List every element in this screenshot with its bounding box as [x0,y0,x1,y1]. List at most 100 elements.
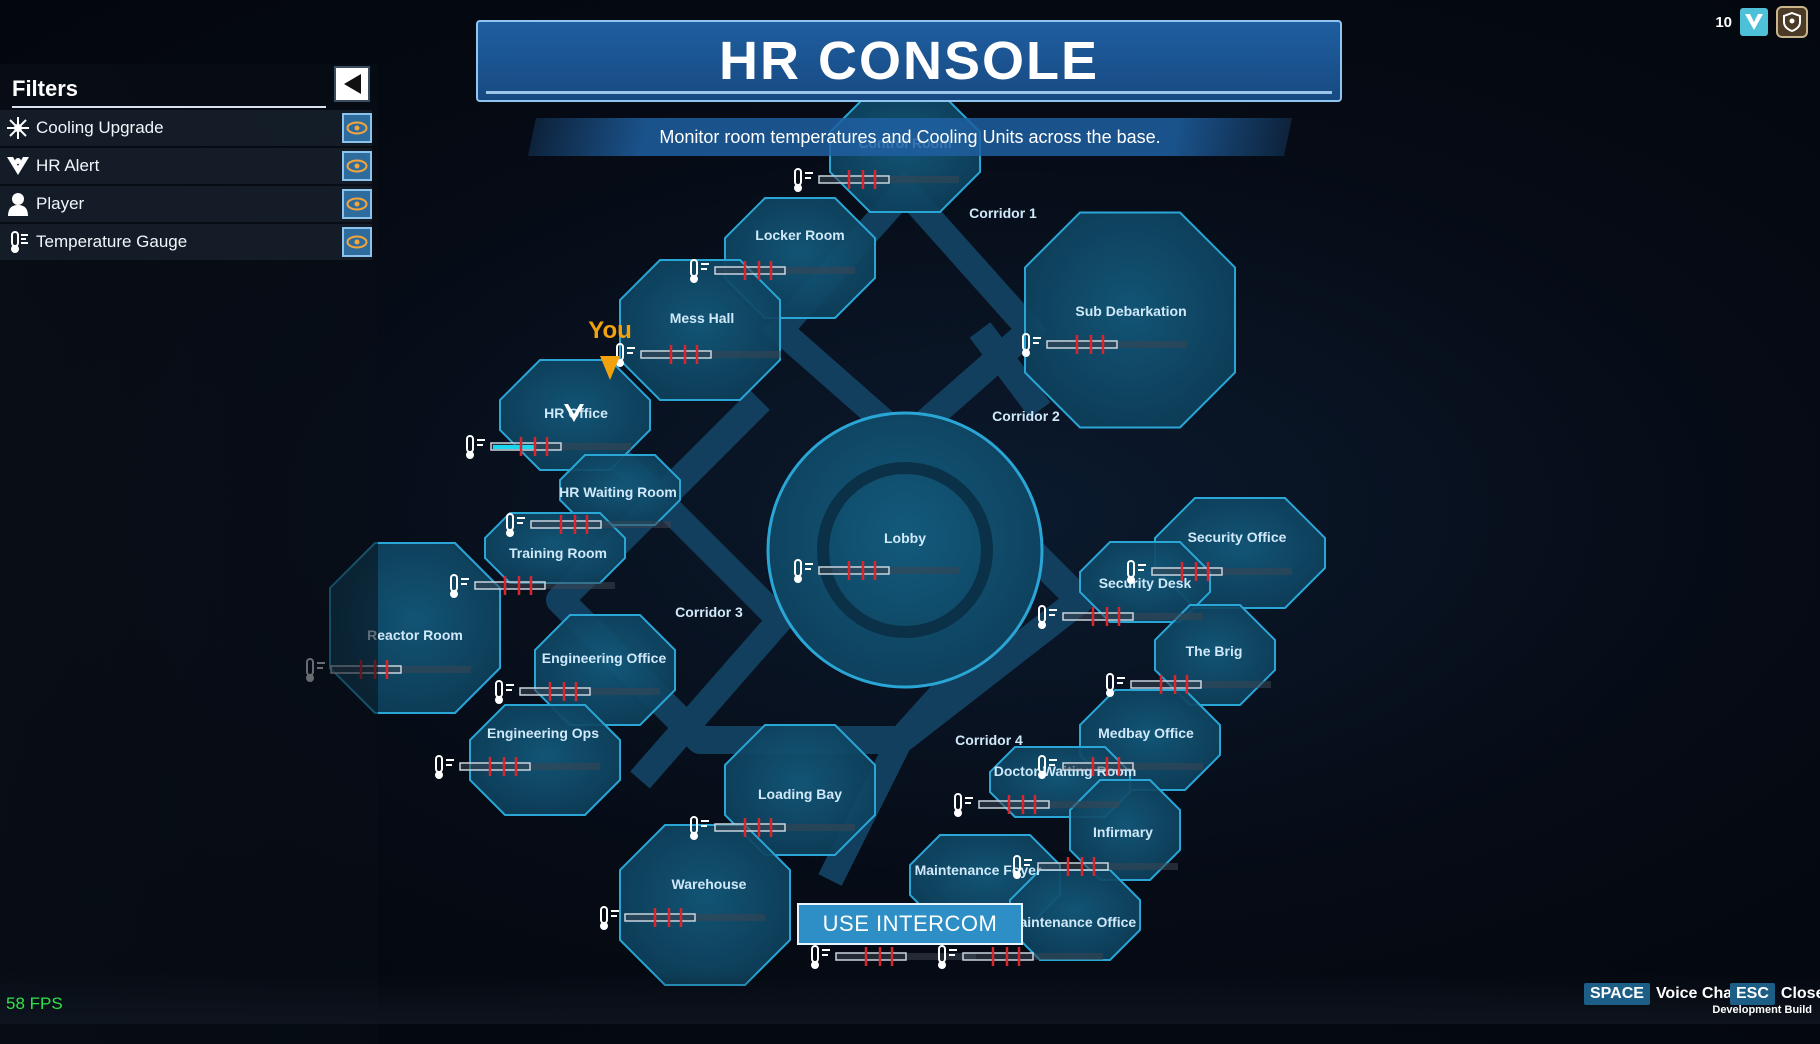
temperature-gauge[interactable] [506,513,671,537]
map-label-security-office: Security Office [1188,529,1287,545]
you-label: You [588,317,632,344]
map-label-sub-debarkation: Sub Debarkation [1075,303,1186,319]
temperature-gauge[interactable] [435,755,600,779]
temperature-gauge[interactable] [1038,605,1203,629]
thermometer-bulb [1127,576,1135,584]
hr-alert-icon[interactable] [564,404,584,422]
player-icon [0,192,36,216]
thermometer-icon [435,755,443,773]
thermometer-icon [466,435,474,453]
esc-key: ESC [1730,983,1775,1005]
temperature-gauge[interactable] [811,945,976,969]
snowflake-icon [0,116,36,140]
eye-toggle-button[interactable] [342,151,372,181]
filter-label: Player [36,194,85,213]
gauge-frame [519,687,591,696]
map-label-medbay-office: Medbay Office [1098,725,1194,741]
temperature-gauge[interactable] [938,945,1103,969]
thermometer-bulb [1022,349,1030,357]
map-label-loading-bay: Loading Bay [758,786,842,802]
map-label-maintenance-office: Maintenance Office [1008,914,1137,930]
room-shape-lobby[interactable] [766,411,1044,689]
temperature-gauge[interactable] [1022,333,1187,357]
temperature-gauge[interactable] [954,793,1119,817]
thermometer-bulb [794,184,802,192]
temperature-gauge[interactable] [794,168,959,192]
thermometer-icon [495,680,503,698]
filters-heading: Filters [12,72,326,108]
map-label-warehouse: Warehouse [672,876,747,892]
eye-toggle-button[interactable] [342,227,372,257]
close-hint[interactable]: ESC Close [1730,983,1820,1005]
lobby-inner-ring [817,462,993,638]
profile-shield-icon[interactable] [1776,6,1808,38]
gauge-frame [818,175,890,184]
thermometer-icon [1106,673,1114,691]
gauge-frame [459,762,531,771]
thermometer-bulb [435,771,443,779]
temperature-gauge[interactable] [690,259,855,283]
temperature-gauge[interactable] [600,906,765,930]
map-label-maintenance-foyer: Maintenance Foyer [915,862,1042,878]
room-shape-warehouse[interactable] [619,824,791,986]
thermometer-bulb [495,696,503,704]
gauge-frame [1062,762,1134,771]
player-marker-icon [600,356,620,380]
room-shape-mess-hall[interactable] [619,259,781,401]
temperature-gauge[interactable] [1038,755,1203,779]
eye-icon [346,235,368,249]
filters-panel: Filters Cooling Upgrade HR Alert Player [0,64,378,1044]
room-shape-the-brig[interactable] [1154,604,1276,706]
gauge-frame [1046,340,1118,349]
eye-icon [346,197,368,211]
gauge-frame [962,952,1034,961]
temperature-gauge[interactable] [1127,560,1292,584]
thermometer-bulb [1106,689,1114,697]
temperature-gauge[interactable] [466,435,631,459]
use-intercom-button[interactable]: USE INTERCOM [797,903,1023,945]
gauge-fill [493,445,535,449]
bottom-bar [0,972,1820,1024]
temperature-gauge[interactable] [794,559,959,583]
temperature-gauge[interactable] [1013,855,1178,879]
gauge-frame [1130,680,1202,689]
thermometer-icon [794,168,802,186]
temperature-gauge[interactable] [1106,673,1271,697]
eye-toggle-button[interactable] [342,189,372,219]
gauge-frame [474,581,546,590]
gauge-frame [1037,862,1109,871]
gauge-frame [978,800,1050,809]
room-shape-engineering-ops[interactable] [469,704,621,816]
gauge-frame [818,566,890,575]
thermometer-bulb [1013,871,1021,879]
temperature-gauge[interactable] [690,816,855,840]
triangle-left-icon [344,74,361,94]
thermometer-bulb [450,590,458,598]
temperature-gauge[interactable] [450,574,615,598]
close-label: Close [1780,985,1820,1002]
filter-row-temperature-gauge[interactable]: Temperature Gauge [0,224,372,260]
page-subtitle: Monitor room temperatures and Cooling Un… [659,126,1161,147]
temperature-gauge[interactable] [616,343,781,367]
map-label-hr-waiting-room: HR Waiting Room [559,484,677,500]
thermometer-bulb [794,575,802,583]
filter-row-player[interactable]: Player [0,186,372,222]
room-shape-sub-debarkation[interactable] [1024,211,1236,429]
room-shape-loading-bay[interactable] [724,724,876,856]
collapse-filters-button[interactable] [334,66,370,102]
voice-chat-hint[interactable]: SPACE Voice Chat [1584,983,1737,1005]
thermometer-icon [0,230,36,254]
gauge-layer: You [306,168,1292,969]
eye-icon [346,121,368,135]
gauge-frame [714,266,786,275]
thermometer-bulb [600,922,608,930]
gauge-frame [640,350,712,359]
room-shape-engineering-office[interactable] [534,614,676,726]
filter-row-hr-alert[interactable]: HR Alert [0,148,372,184]
space-key: SPACE [1584,983,1650,1005]
hr-alert-count: 10 [1715,13,1732,31]
eye-icon [346,159,368,173]
filter-row-cooling-upgrade[interactable]: Cooling Upgrade [0,110,372,146]
temperature-gauge[interactable] [495,680,660,704]
eye-toggle-button[interactable] [342,113,372,143]
